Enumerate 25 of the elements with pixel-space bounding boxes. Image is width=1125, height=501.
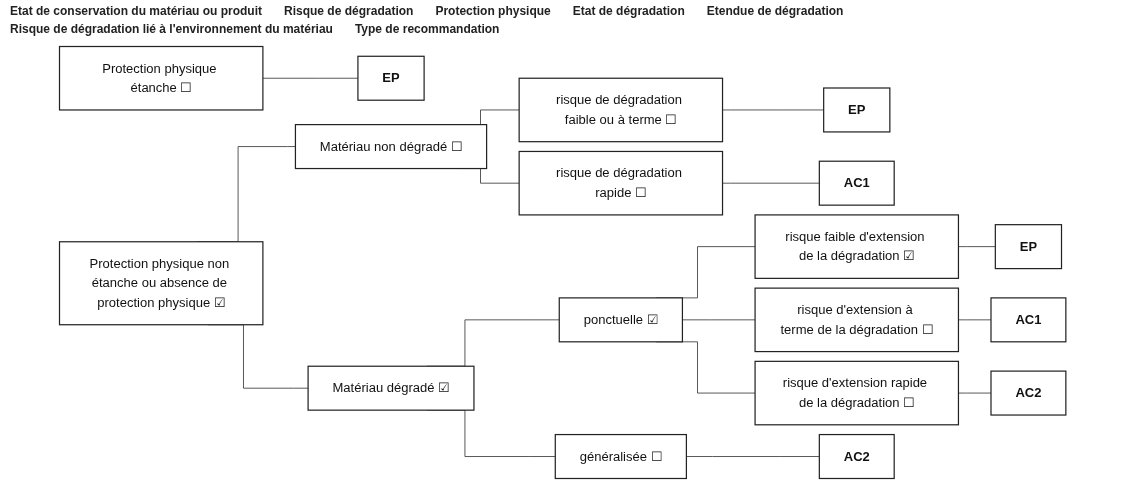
node-box: AC2 bbox=[818, 433, 895, 480]
node-box: risque faible d'extension de la dégradation ☑ bbox=[754, 214, 959, 279]
column-heading: Etat de conservation du matériau ou produit bbox=[10, 4, 263, 18]
node-box: AC1 bbox=[990, 297, 1067, 343]
node-box: risque d'extension rapide de la dégradation ☐ bbox=[754, 360, 959, 426]
column-heading: Protection physique bbox=[435, 4, 551, 18]
node-box: EP bbox=[994, 224, 1062, 270]
node-box: Protection physique étanche ☐ bbox=[58, 45, 264, 111]
node-box: AC1 bbox=[818, 160, 895, 206]
column-heading: Etat de dégradation bbox=[572, 4, 685, 18]
node-box: risque de dégradation rapide ☐ bbox=[518, 150, 723, 216]
node-box: risque de dégradation faible ou à terme ☐ bbox=[518, 77, 723, 143]
node-box: EP bbox=[357, 55, 425, 101]
node-box: ponctuelle ☑ bbox=[558, 297, 683, 343]
node-box: AC2 bbox=[990, 370, 1067, 416]
node-box: Matériau non dégradé ☐ bbox=[294, 124, 488, 170]
node-box: Protection physique non étanche ou absence de protection physique ☑ bbox=[58, 241, 264, 326]
column-heading: Etendue de dégradation bbox=[706, 4, 844, 18]
node-box: Matériau dégradé ☑ bbox=[307, 365, 475, 411]
node-box: généralisée ☐ bbox=[554, 433, 687, 480]
node-box: risque d'extension à terme de la dégradation ☐ bbox=[754, 287, 959, 353]
node-box: EP bbox=[822, 87, 891, 133]
column-heading: Risque de dégradation bbox=[284, 4, 414, 18]
column-heading: Type de recommandation bbox=[354, 22, 500, 36]
column-heading: Risque de dégradation lié à l'environnement du matériau bbox=[10, 22, 333, 36]
